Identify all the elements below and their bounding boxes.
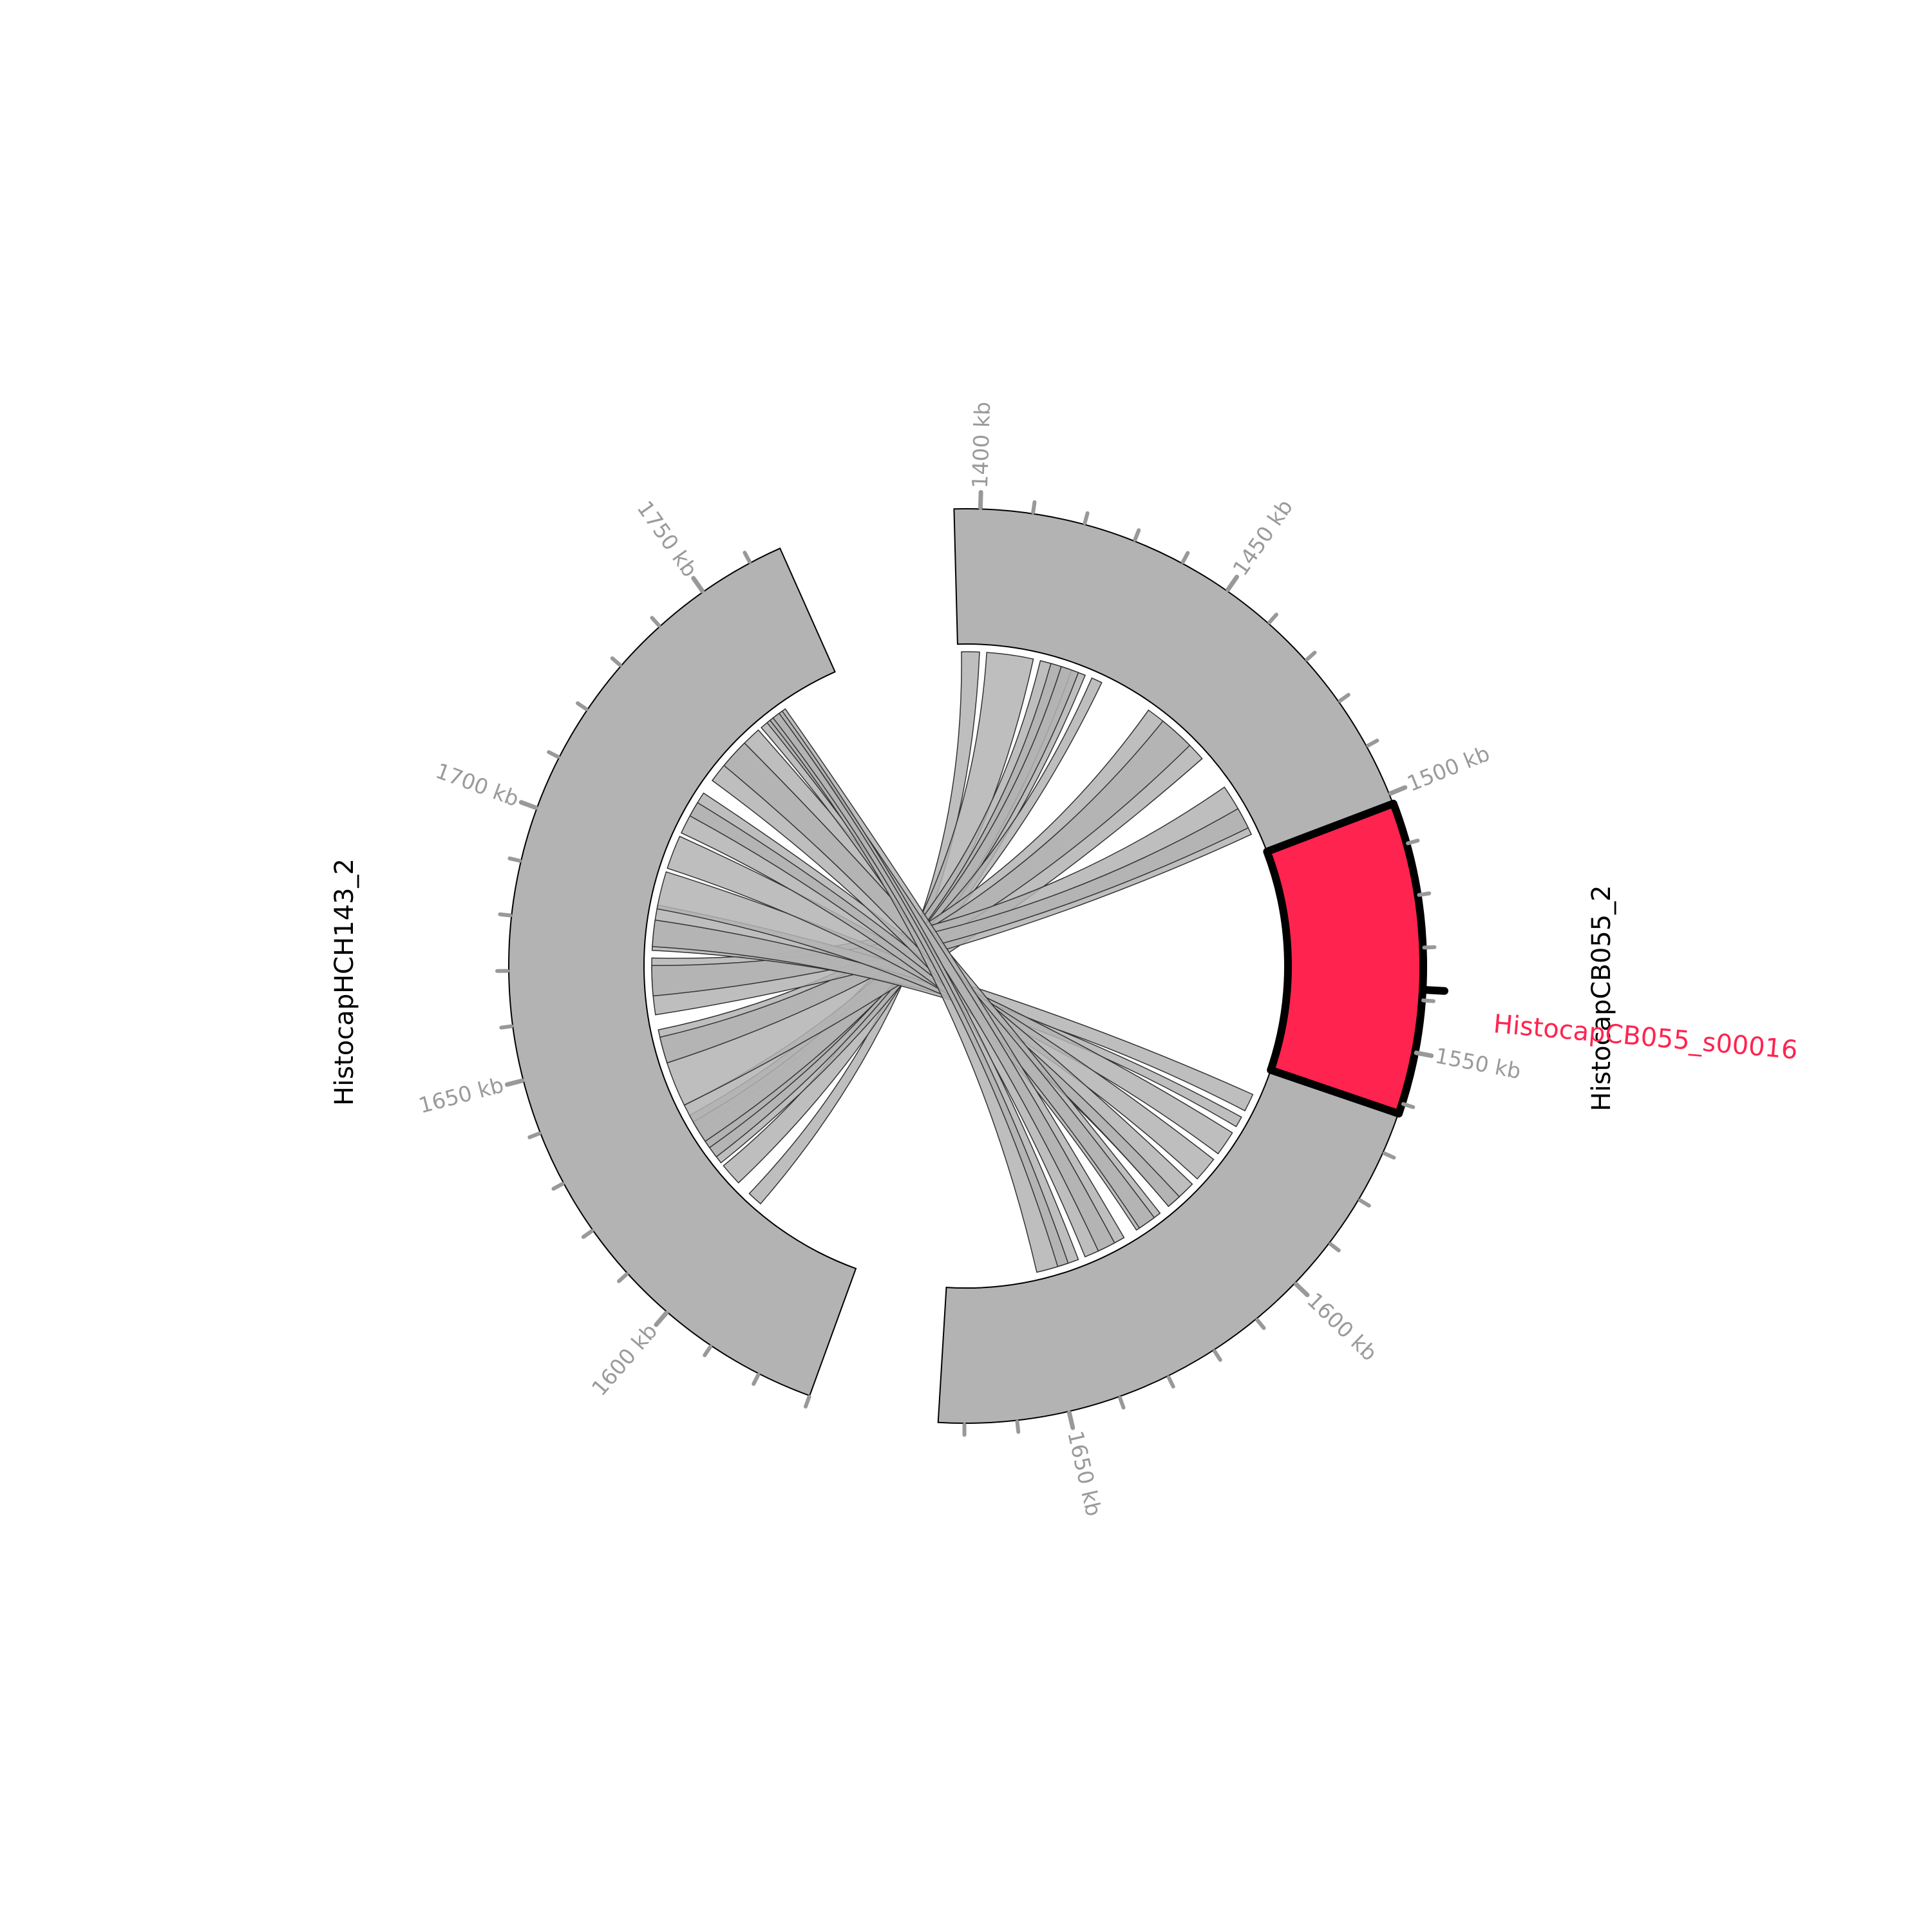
tick-hch143-1590 <box>703 1345 713 1358</box>
tick-label-hch143-1650: 1650 kb <box>416 1072 506 1118</box>
tick-hch143-1630 <box>551 1182 565 1191</box>
link-ribbon-17 <box>711 729 1161 1231</box>
tick-hch143-1580 <box>752 1372 761 1387</box>
cb055-segment-group <box>937 507 1424 1424</box>
tick-label-cb055-1400: 1400 kb <box>967 401 995 489</box>
tick-cb055-1610 <box>1255 1318 1266 1331</box>
tick-hch143-1690 <box>507 856 522 863</box>
tick-label-cb055-1450: 1450 kb <box>1227 495 1298 580</box>
tick-label-cb055-1600: 1600 kb <box>1302 1287 1382 1365</box>
sequence-label-hch143: HistocapHCH143_2 <box>330 858 359 1106</box>
tick-label-hch143-1600: 1600 kb <box>587 1319 662 1401</box>
tick-cb055-1480 <box>1338 692 1350 703</box>
tick-hch143-1600 <box>654 1311 669 1327</box>
tick-hch143-1740 <box>650 616 661 628</box>
tick-cb055-1630 <box>1166 1375 1175 1389</box>
tick-label-cb055-1500: 1500 kb <box>1403 741 1493 797</box>
tick-cb055-1600 <box>1294 1282 1310 1298</box>
tick-cb055-1540 <box>1421 998 1435 1003</box>
tick-hch143-1570 <box>804 1395 811 1409</box>
tick-hch143-1720 <box>576 701 589 712</box>
highlight-marker <box>1421 986 1448 995</box>
tick-hch143-1650 <box>504 1078 525 1087</box>
tick-cb055-1470 <box>1305 650 1317 662</box>
tick-cb055-1450 <box>1226 574 1239 592</box>
link-ribbon-10 <box>651 808 1249 997</box>
tick-hch143-1620 <box>581 1229 594 1239</box>
tick-hch143-1610 <box>617 1272 629 1283</box>
tick-cb055-1430 <box>1133 528 1141 542</box>
tick-cb055-1580 <box>1358 1198 1371 1208</box>
tick-cb055-1510 <box>1406 838 1420 846</box>
link-ribbon-8 <box>659 720 1191 1064</box>
sequence-label-cb055: HistocapCB055_2 <box>1587 885 1616 1111</box>
tick-cb055-1640 <box>1118 1396 1126 1410</box>
tick-cb055-1440 <box>1180 551 1190 564</box>
tick-cb055-1400 <box>978 489 983 510</box>
segment-cb055 <box>937 507 1424 1424</box>
highlight-label: HistocapCB055_s00016 <box>1492 1009 1799 1065</box>
tick-hch143-1640 <box>527 1132 542 1139</box>
tick-cb055-1520 <box>1417 891 1432 897</box>
link-ribbon-20 <box>766 712 1115 1252</box>
tick-cb055-1570 <box>1382 1151 1396 1160</box>
link-ribbon-2 <box>723 652 1034 1184</box>
tick-hch143-1760 <box>743 551 752 564</box>
highlight-group <box>1263 799 1448 1118</box>
link-ribbon-14 <box>667 835 1215 1180</box>
tick-cb055-1590 <box>1329 1242 1341 1253</box>
tick-hch143-1750 <box>691 576 705 593</box>
tick-cb055-1410 <box>1031 500 1037 515</box>
tick-cb055-1490 <box>1366 739 1379 748</box>
tick-cb055-1660 <box>1015 1419 1021 1434</box>
tick-hch143-1700 <box>518 800 538 810</box>
links-layer <box>651 651 1254 1273</box>
tick-cb055-1420 <box>1083 511 1090 526</box>
tick-label-cb055-1550: 1550 kb <box>1433 1043 1522 1084</box>
tick-hch143-1710 <box>547 750 560 759</box>
link-ribbon-6 <box>683 677 1103 1142</box>
link-ribbon-13 <box>656 871 1233 1155</box>
link-ribbon-21 <box>769 710 1079 1273</box>
tick-cb055-1550 <box>1414 1050 1434 1058</box>
tick-label-hch143-1700: 1700 kb <box>432 758 522 811</box>
tick-label-hch143-1750: 1750 kb <box>632 496 703 581</box>
highlight-block[interactable] <box>1263 799 1428 1118</box>
tick-cb055-1620 <box>1213 1349 1222 1362</box>
link-ribbon-1 <box>748 651 980 1205</box>
tick-cb055-1500 <box>1388 785 1408 796</box>
tick-label-cb055-1650: 1650 kb <box>1063 1428 1106 1519</box>
tick-cb055-1650 <box>1066 1410 1075 1430</box>
tick-cb055-1530 <box>1422 945 1437 950</box>
link-ribbon-15 <box>680 792 1193 1208</box>
tick-hch143-1730 <box>610 656 622 667</box>
tick-cb055-1560 <box>1401 1102 1416 1110</box>
tick-cb055-1460 <box>1267 612 1278 625</box>
tick-hch143-1680 <box>498 912 513 918</box>
tick-hch143-1660 <box>499 1024 514 1030</box>
link-ribbon-22 <box>772 712 1069 1267</box>
link-ribbon-18 <box>723 742 1155 1229</box>
